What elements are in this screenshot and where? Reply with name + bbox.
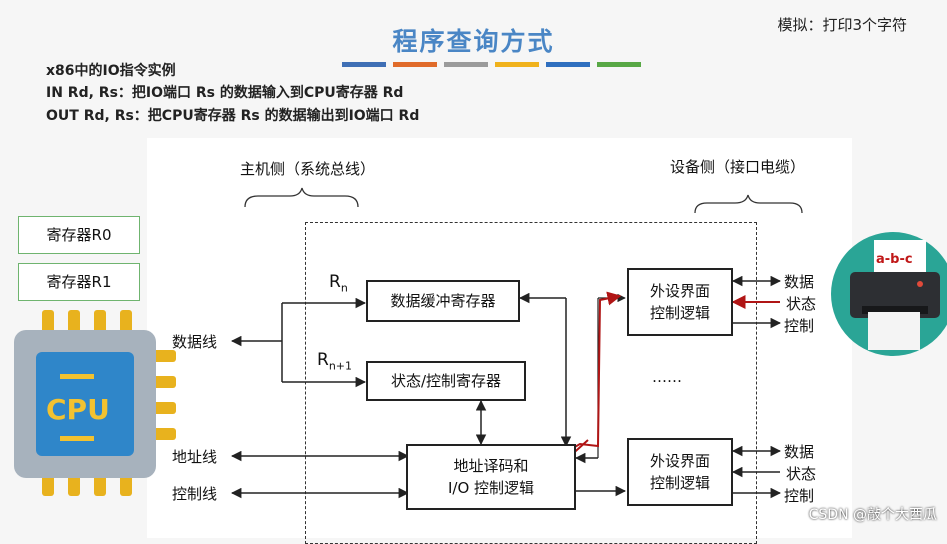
- host-brace: [244, 187, 359, 208]
- device-control-label-1: 控制: [784, 317, 815, 335]
- cpu-chip-icon: [14, 310, 176, 496]
- peripheral-control-logic-2: 外设界面 控制逻辑: [627, 438, 733, 506]
- data-line-label: 数据线: [172, 333, 218, 351]
- address-line-label: 地址线: [172, 448, 218, 466]
- rn1-label: Rn+1: [317, 350, 352, 373]
- status-control-register: 状态/控制寄存器: [366, 361, 526, 401]
- rn-label: Rn: [329, 272, 348, 295]
- peripheral-control-logic-1: 外设界面 控制逻辑: [627, 268, 733, 336]
- host-side-label: 主机侧（系统总线）: [240, 160, 376, 178]
- title-color-bar: [444, 62, 488, 67]
- page-title: 程序查询方式: [392, 27, 555, 56]
- printer-icon: [831, 232, 947, 356]
- device-side-label: 设备侧（接口电缆）: [670, 158, 806, 176]
- intro-line-3: OUT Rd, Rs：把CPU寄存器 Rs 的数据输出到IO端口 Rd: [46, 108, 420, 124]
- register-r0: 寄存器R0: [18, 216, 140, 254]
- device-control-label-2: 控制: [784, 487, 815, 505]
- device-data-label-2: 数据: [784, 443, 815, 461]
- title-color-bar: [393, 62, 437, 67]
- title-color-bar: [597, 62, 641, 67]
- printer-paper-text: a-b-c: [876, 252, 913, 267]
- cpu-chip-label: CPU: [46, 393, 110, 426]
- device-status-label-2: 状态: [786, 465, 817, 483]
- data-buffer-register: 数据缓冲寄存器: [366, 280, 520, 322]
- device-data-label-1: 数据: [784, 273, 815, 291]
- intro-line-2: IN Rd, Rs：把IO端口 Rs 的数据输入到CPU寄存器 Rd: [46, 85, 404, 101]
- title-color-bar: [546, 62, 590, 67]
- red-annotation: [565, 291, 622, 453]
- title-color-bar: [495, 62, 539, 67]
- watermark: CSDN @敲个大西瓜: [808, 507, 937, 523]
- address-decode-io-control: 地址译码和 I/O 控制逻辑: [406, 444, 576, 510]
- intro-line-1: x86中的IO指令实例: [46, 63, 176, 79]
- device-brace: [694, 194, 803, 214]
- ellipsis: ……: [652, 368, 682, 386]
- register-r1: 寄存器R1: [18, 263, 140, 301]
- control-line-label: 控制线: [172, 485, 218, 503]
- title-color-bar: [342, 62, 386, 67]
- corner-note: 模拟：打印3个字符: [777, 16, 907, 34]
- device-status-label-1: 状态: [786, 295, 817, 313]
